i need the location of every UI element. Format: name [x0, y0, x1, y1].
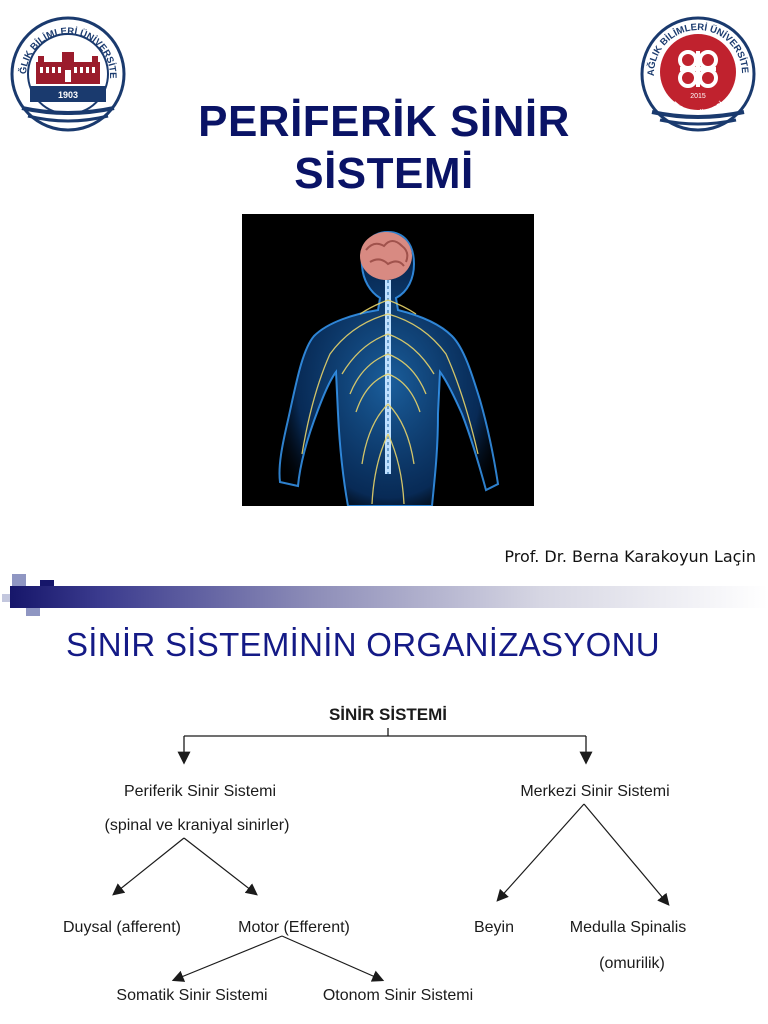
author-name: Prof. Dr. Berna Karakoyun Laçin — [504, 547, 756, 566]
logo-left-year: 1903 — [58, 90, 78, 100]
nervous-system-diagram: SİNİR SİSTEMİ Periferik Sinir Sistemi (s… — [63, 705, 687, 1004]
arrow-to-brain — [496, 803, 585, 902]
arrow-to-efferent — [183, 837, 258, 896]
diagram-root-label: SİNİR SİSTEMİ — [329, 705, 447, 724]
efferent-label: Motor (Efferent) — [238, 919, 350, 936]
pns-note: (spinal ve kraniyal sinirler) — [105, 817, 290, 834]
slide-title-line2: SİSTEMİ — [294, 149, 474, 198]
slide-title-line1: PERİFERİK SİNİR — [198, 97, 570, 146]
pns-label: Periferik Sinir Sistemi — [124, 783, 276, 800]
title-slide: SAĞLIK BİLİMLERİ ÜNİVERSİTESİ 1903 SAĞLI… — [8, 14, 756, 566]
somatic-label: Somatik Sinir Sistemi — [116, 987, 267, 1004]
slide-title: PERİFERİK SİNİR SİSTEMİ — [100, 96, 668, 200]
arrow-to-somatic — [171, 935, 283, 982]
arrow-to-afferent — [112, 837, 185, 896]
faculty-logo-right: SAĞLIK BİLİMLERİ ÜNİVERSİTESİ 2015 TIP F… — [638, 14, 756, 132]
organization-title: SİNİR SİSTEMİNİN ORGANİZASYONU — [66, 626, 660, 663]
spinal-label: Medulla Spinalis — [570, 919, 687, 936]
arrow-to-spinal — [583, 803, 670, 906]
autonomic-label: Otonom Sinir Sistemi — [323, 987, 473, 1004]
cns-label: Merkezi Sinir Sistemi — [520, 783, 669, 800]
university-logo-left: SAĞLIK BİLİMLERİ ÜNİVERSİTESİ 1903 — [8, 14, 126, 132]
arrow-to-autonomic — [281, 935, 385, 982]
organization-slide: SİNİR SİSTEMİNİN ORGANİZASYONU SİNİR SİS… — [0, 570, 768, 1024]
logo-right-year: 2015 — [690, 93, 706, 100]
human-nervous-system-illustration — [242, 214, 534, 506]
spinal-note: (omurilik) — [599, 955, 665, 972]
header-gradient-bar — [10, 586, 768, 608]
brain-label: Beyin — [474, 919, 514, 936]
afferent-label: Duysal (afferent) — [63, 919, 181, 936]
